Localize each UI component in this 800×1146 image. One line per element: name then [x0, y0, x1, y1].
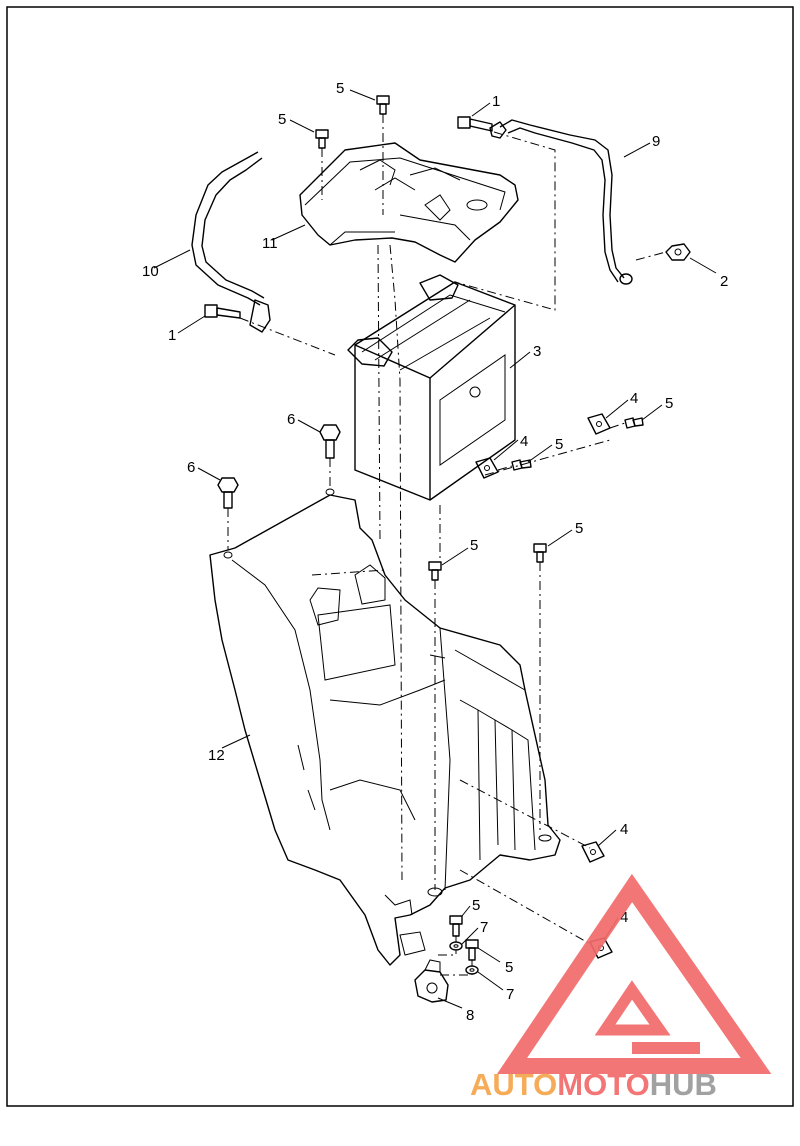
washer-part-7a [449, 941, 463, 951]
frame-border [6, 6, 794, 1107]
callout-5-low-b: 5 [505, 959, 513, 976]
bolt-part-1a [457, 116, 493, 132]
screw-part-5-low-a [449, 915, 463, 937]
callout-4-low: 4 [620, 909, 628, 926]
callout-7-b: 7 [506, 986, 514, 1003]
callout-6-lower: 6 [187, 459, 195, 476]
screw-part-6a [319, 424, 341, 459]
callout-1-left: 1 [168, 327, 176, 344]
callout-8: 8 [466, 1007, 474, 1024]
watermark-wordmark: AUTOMOTOHUB [470, 1067, 717, 1102]
watermark-triangle [496, 873, 772, 1074]
screw-part-6b [217, 477, 239, 509]
center-lines [227, 114, 667, 976]
washer-part-7b [465, 965, 479, 975]
battery-cable-part-10 [191, 151, 271, 333]
callout-labels: 5 5 1 9 2 11 10 1 3 4 5 4 5 6 6 5 5 12 4… [142, 80, 728, 1024]
callout-5-mid: 5 [555, 436, 563, 453]
callout-5-box-b: 5 [575, 520, 583, 537]
callout-12: 12 [208, 747, 225, 764]
callout-9: 9 [652, 133, 660, 150]
callout-1-top: 1 [492, 93, 500, 110]
callout-2: 2 [720, 273, 728, 290]
callout-4-right: 4 [630, 390, 638, 407]
watermark-inner-triangle [594, 980, 671, 1036]
screw-part-5-left [315, 129, 329, 149]
leader-lines [153, 89, 717, 1009]
callout-7-a: 7 [480, 919, 488, 936]
callout-5-left: 5 [278, 111, 286, 128]
callout-5-top: 5 [336, 80, 344, 97]
callout-4-mid: 4 [520, 433, 528, 450]
battery-part-3 [347, 274, 516, 501]
callout-5-low-a: 5 [472, 897, 480, 914]
callout-5-box-a: 5 [470, 537, 478, 554]
screw-part-5-mid [511, 459, 532, 471]
callout-6-upper: 6 [287, 411, 295, 428]
callout-11: 11 [262, 235, 278, 252]
battery-cable-part-9 [489, 119, 633, 285]
clip-nut-part-4b [475, 457, 499, 479]
bracket-part-8 [414, 959, 449, 1003]
battery-bracket-part-11 [299, 142, 519, 263]
battery-box-part-12 [209, 488, 561, 966]
automotohub-watermark: AUTOMOTOHUB [470, 873, 772, 1102]
screw-part-5-box-b [533, 543, 547, 563]
callout-3: 3 [533, 343, 541, 360]
callout-5-right: 5 [665, 395, 673, 412]
clip-nut-part-4c [581, 841, 605, 863]
callout-4-box: 4 [620, 821, 628, 838]
screw-part-5-box-a [428, 561, 442, 581]
callout-10: 10 [142, 263, 159, 280]
screw-part-5-low-b [465, 939, 479, 961]
screw-part-5-right [624, 417, 644, 429]
bolt-part-1b [204, 304, 241, 319]
nut-part-2 [665, 243, 691, 261]
screw-part-5-top [376, 95, 390, 115]
